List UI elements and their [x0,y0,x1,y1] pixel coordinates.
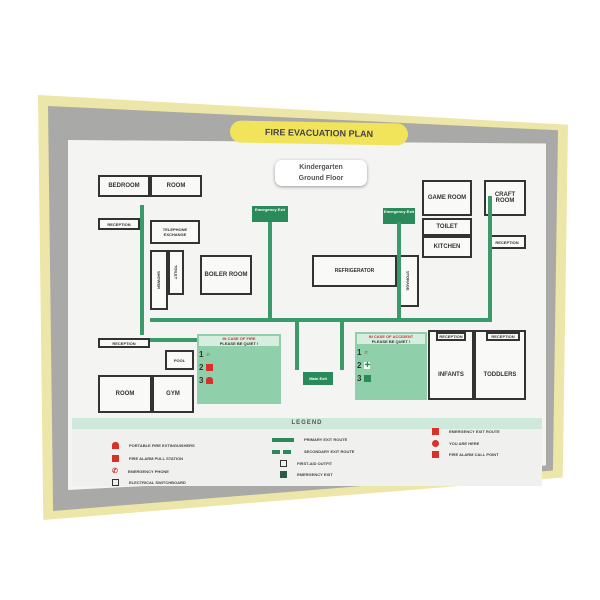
step-number: 1 [357,348,362,357]
phone-icon: ✆ [364,350,368,355]
room-reception-4: RECEPTION [486,332,520,341]
room-gym: GYM [152,375,194,413]
fire-instructions-panel: IN CASE OF FIRE PLEASE BE QUIET ! 1✆ 2 3 [197,334,281,404]
legend-label: EMERGENCY PHONE [127,468,169,474]
room-reception-2: RECEPTION [488,235,526,249]
fire-panel-subheading: PLEASE BE QUIET ! [199,341,279,346]
room-toilet: TOILET [168,250,184,295]
room-telephone-exchange: TELEPHONE EXCHANGE [150,220,200,244]
primary-exit-route [488,196,492,322]
extinguisher-icon [206,377,214,384]
legend-item: EMERGENCY EXIT ROUTE [432,428,500,435]
accident-instructions-panel: IN CASE OF ACCIDENT PLEASE BE QUIET ! 1✆… [355,332,427,400]
legend-item: PRIMARY EXIT ROUTE [272,437,347,442]
room-refrigerator: REFRIGERATOR [312,255,397,287]
primary-exit-route [340,322,344,370]
step-number: 2 [199,363,204,372]
floor-name: Ground Floor [298,175,344,182]
room-infants: INFANTS [428,330,474,400]
step-number: 2 [357,361,362,370]
accident-panel-heading: IN CASE OF ACCIDENT [357,334,425,339]
pull-station-icon [112,455,119,462]
legend-item: SECONDARY EXIT ROUTE [272,449,354,454]
phone-icon: ✆ [206,352,210,357]
primary-exit-route [268,222,272,322]
room-reception-3: RECEPTION [436,332,466,341]
main-exit: Main Exit [303,372,333,385]
legend-item: YOU ARE HERE [432,440,479,447]
legend-label: FIRE ALARM CALL POINT [449,452,499,457]
room-room: ROOM [150,175,202,197]
legend-label: EMERGENCY EXIT ROUTE [449,429,500,434]
call-point-icon [432,451,439,458]
emergency-exit-icon [364,375,372,382]
primary-exit-route [150,318,490,322]
building-name: Kindergarten [299,164,343,171]
legend-item: FIRE ALARM PULL STATION [112,455,183,462]
legend-label: YOU ARE HERE [449,441,480,446]
legend-item: ✆ EMERGENCY PHONE [112,467,169,475]
accident-panel-subheading: PLEASE BE QUIET ! [357,339,425,344]
room-room-2: ROOM [98,375,152,413]
emergency-exit-left: Emergency Exit [252,206,288,222]
emergency-exit-right: Emergency Exit [383,208,415,224]
step-number: 1 [199,350,204,359]
legend-item: PORTABLE FIRE EXTINGUISHERS [112,442,195,449]
first-aid-icon: ✚ [364,362,371,369]
room-reception-5: RECEPTION [98,338,150,348]
primary-route-icon [272,437,294,442]
legend-item: FIRST-AID OUTFIT [280,460,332,467]
secondary-route-icon [272,449,294,454]
legend-title: LEGEND [72,418,542,429]
emergency-exit-icon [280,471,287,478]
primary-exit-route [150,338,200,342]
legend [72,418,542,486]
you-are-here-icon [432,440,439,447]
primary-exit-route [140,205,144,335]
room-reception: RECEPTION [98,218,140,230]
room-toilet-2: TOILET [422,218,472,236]
room-bedroom: BEDROOM [98,175,150,197]
legend-label: PRIMARY EXIT ROUTE [304,437,348,442]
switchboard-icon [112,479,119,486]
legend-label: FIRST-AID OUTFIT [297,461,333,466]
room-kitchen: KITCHEN [422,236,472,258]
legend-label: EMERGENCY EXIT [297,472,333,477]
phone-icon: ✆ [112,468,118,475]
legend-label: SECONDARY EXIT ROUTE [304,449,355,454]
room-toddlers: TODDLERS [474,330,526,400]
room-boiler: BOILER ROOM [200,255,252,295]
legend-label: FIRE ALARM PULL STATION [129,456,184,461]
legend-item: FIRE ALARM CALL POINT [432,451,499,458]
legend-label: ELECTRICAL SWITCHBOARD [129,480,186,485]
primary-exit-route [397,222,401,322]
first-aid-icon [280,460,287,467]
fire-panel-heading: IN CASE OF FIRE [199,336,279,341]
plan-title: FIRE EVACUATION PLAN [229,120,409,146]
primary-exit-route [295,322,299,370]
legend-item: EMERGENCY EXIT [280,471,333,478]
legend-item: ELECTRICAL SWITCHBOARD [112,479,186,486]
fire-alarm-icon [206,364,214,371]
step-number: 3 [357,374,362,383]
room-shower: SHOWER [150,250,168,310]
extinguisher-icon [112,442,119,449]
room-game: GAME ROOM [422,180,472,216]
exit-route-icon [432,428,439,435]
room-pool: POOL [165,350,194,370]
step-number: 3 [199,376,204,385]
legend-label: PORTABLE FIRE EXTINGUISHERS [129,443,195,448]
